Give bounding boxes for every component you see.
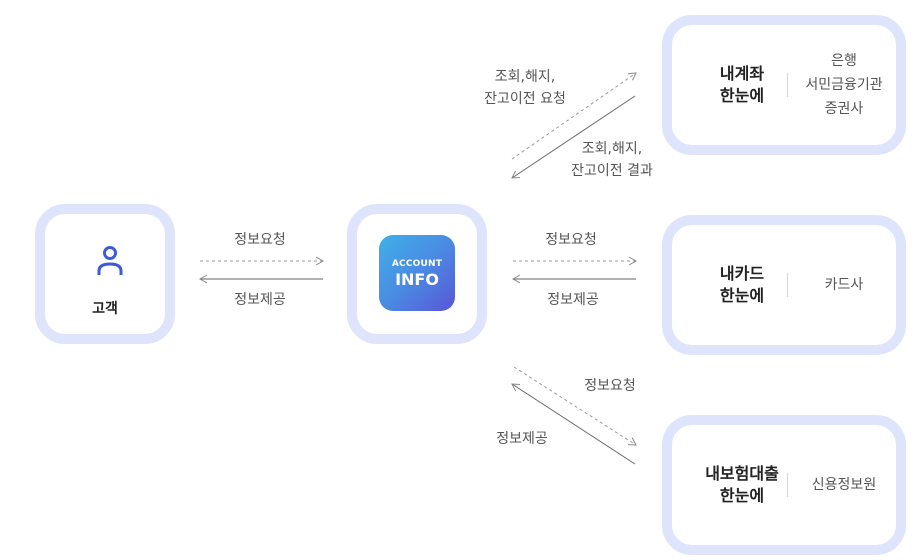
service-account-node: 내계좌 한눈에 은행 서민금융기관 증권사	[662, 15, 906, 155]
insurance-provide-arrow	[511, 383, 636, 465]
customer-node: 고객	[35, 204, 175, 344]
title-line: 한눈에	[719, 86, 765, 105]
label-line: 잔고이전 요청	[484, 91, 566, 107]
service-account-institutions: 은행 서민금융기관 증권사	[790, 49, 898, 121]
insurance-request-label: 정보요청	[584, 378, 636, 394]
service-card-institutions: 카드사	[790, 273, 898, 297]
logo-line2: INFO	[395, 270, 439, 289]
title-line: 내계좌	[719, 64, 765, 83]
institution: 증권사	[824, 101, 864, 117]
divider	[787, 473, 788, 497]
label-line: 조회,해지,	[494, 69, 556, 85]
divider	[787, 273, 788, 297]
account-info-logo: ACCOUNT INFO	[379, 235, 455, 311]
card-provide-label: 정보제공	[547, 292, 599, 308]
institution: 서민금융기관	[805, 77, 883, 93]
label-line: 잔고이전 결과	[571, 163, 653, 179]
service-insurance-title: 내보험대출 한눈에	[692, 463, 792, 507]
person-icon	[97, 246, 123, 275]
account-result-label: 조회,해지, 잔고이전 결과	[552, 138, 672, 182]
account-request-label: 조회,해지, 잔고이전 요청	[465, 66, 585, 110]
service-card-node: 내카드 한눈에 카드사	[662, 215, 906, 355]
card-request-label: 정보요청	[545, 232, 597, 248]
title-line: 한눈에	[719, 486, 765, 505]
title-line: 한눈에	[719, 286, 765, 305]
service-card-title: 내카드 한눈에	[692, 263, 792, 307]
customer-label: 고객	[92, 301, 118, 317]
customer-provide-label: 정보제공	[234, 292, 286, 308]
insurance-request-arrow	[513, 366, 637, 446]
service-insurance-node: 내보험대출 한눈에 신용정보원	[662, 415, 906, 555]
label-line: 조회,해지,	[581, 141, 643, 157]
institution: 은행	[831, 53, 857, 69]
account-result-arrow	[511, 95, 636, 179]
logo-line1: ACCOUNT	[391, 259, 443, 269]
service-account-title: 내계좌 한눈에	[692, 63, 792, 107]
title-line: 내카드	[719, 264, 765, 283]
service-insurance-institutions: 신용정보원	[790, 473, 898, 497]
account-info-node: ACCOUNT INFO	[347, 204, 487, 344]
insurance-provide-label: 정보제공	[496, 431, 548, 447]
title-line: 내보험대출	[705, 464, 779, 483]
institution: 신용정보원	[811, 477, 877, 493]
account-request-arrow	[511, 72, 637, 160]
institution: 카드사	[824, 277, 864, 293]
divider	[787, 73, 788, 97]
customer-request-label: 정보요청	[234, 232, 286, 248]
